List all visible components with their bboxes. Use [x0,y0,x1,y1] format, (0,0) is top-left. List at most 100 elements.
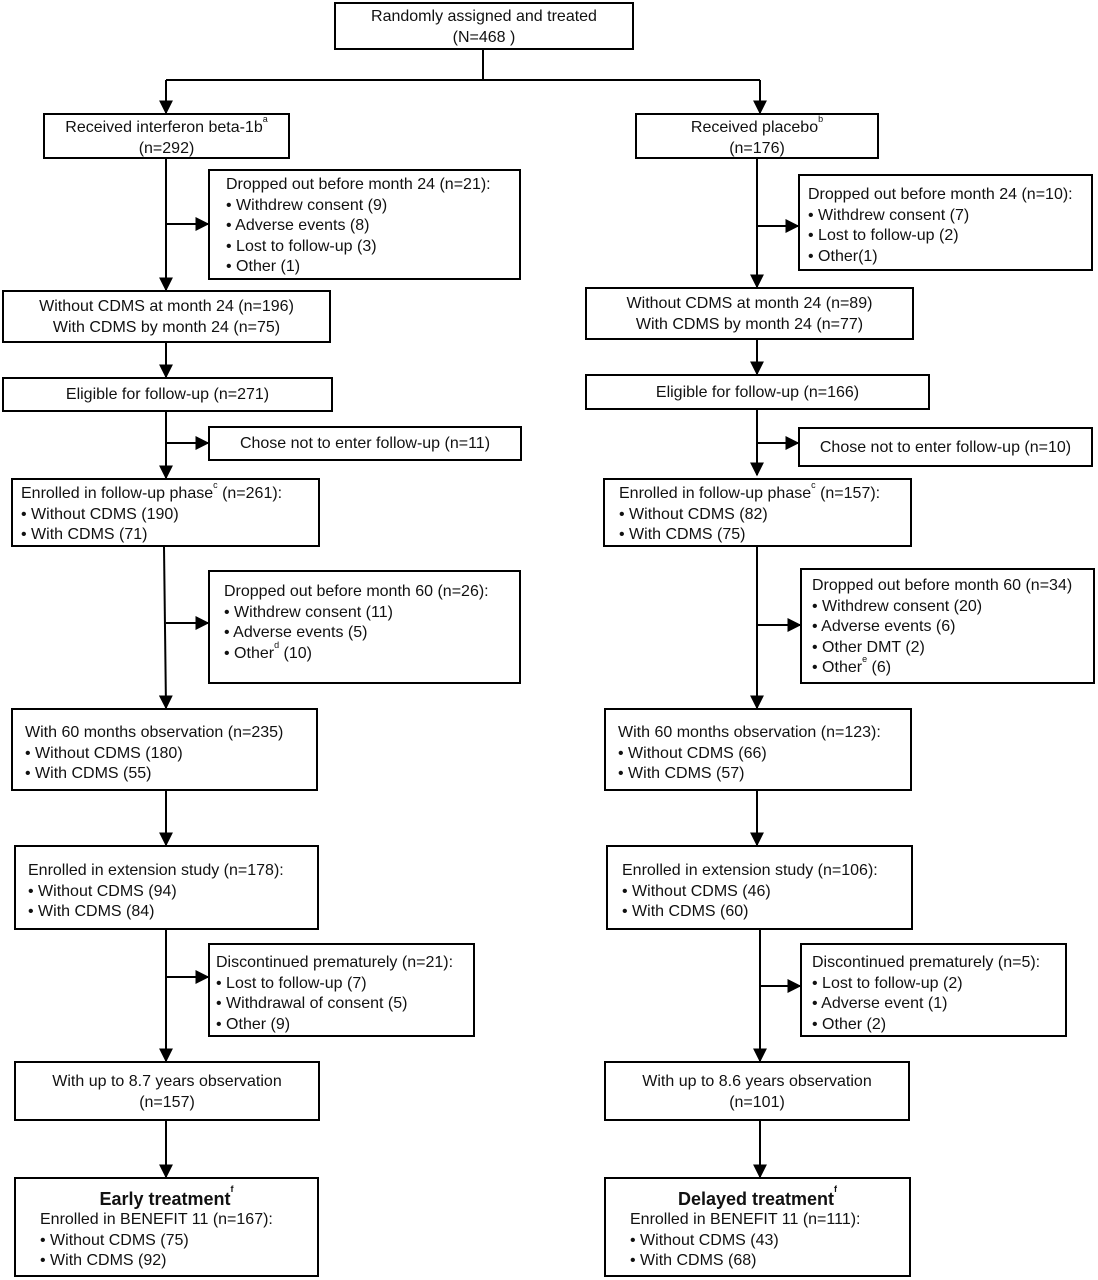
right-arm-box: Received placebob (n=176) [635,113,879,159]
left-chose-not-label: Chose not to enter follow-up (n=11) [239,435,491,452]
left-eligible-label: Eligible for follow-up (n=271) [65,386,270,403]
right-upto-line2: (n=101) [729,1093,785,1111]
right-upto-box: With up to 8.6 years observation (n=101) [604,1061,910,1121]
list-item: • Withdrew consent (20) [812,597,983,615]
right-chose-not-label: Chose not to enter follow-up (n=10) [819,439,1072,456]
right-arm-count: (n=176) [729,139,785,157]
list-item: • With CDMS (60) [622,903,749,920]
list-item: • Without CDMS (66) [618,744,767,762]
right-extension-title: Enrolled in extension study (n=106): [622,862,878,879]
left-dropout24-box: Dropped out before month 24 (n=21): • Wi… [208,169,521,280]
list-item: • Without CDMS (180) [25,744,183,762]
left-obs60-title: With 60 months observation (n=235) [25,724,284,741]
footnote-marker: d [274,639,280,650]
right-final-line1: Enrolled in BENEFIT 11 (n=111): [630,1211,861,1228]
right-extension-box: Enrolled in extension study (n=106): • W… [606,845,913,930]
right-month24-line1: Without CDMS at month 24 (n=89) [626,295,873,312]
right-obs60-box: With 60 months observation (n=123): • Wi… [604,708,912,791]
left-dropout60-box: Dropped out before month 60 (n=26): • Wi… [208,570,521,684]
list-item: • Other (1) [226,258,301,275]
early-treatment-heading: Early treatmentf [99,1184,234,1210]
list-item: • Withdrew consent (9) [226,196,388,214]
footnote-marker: c [811,480,816,490]
footnote-marker: c [213,480,218,490]
left-discontinued-box: Discontinued prematurely (n=21): • Lost … [208,943,475,1037]
right-upto-line1: With up to 8.6 years observation [642,1073,872,1090]
list-item: • Withdrew consent (11) [224,603,393,621]
list-item: • With CDMS (55) [25,765,152,782]
left-dropout24-title: Dropped out before month 24 (n=21): [226,176,491,193]
left-eligible-box: Eligible for follow-up (n=271) [2,377,333,412]
list-item: • Without CDMS (190) [21,505,179,523]
right-enrolled-title: Enrolled in follow-up phasec (n=157): [619,480,881,503]
footnote-marker: a [262,114,268,124]
left-chose-not-box: Chose not to enter follow-up (n=11) [208,426,522,461]
left-final-line1: Enrolled in BENEFIT 11 (n=167): [40,1211,273,1228]
right-obs60-title: With 60 months observation (n=123): [618,724,881,741]
left-arm-box: Received interferon beta-1ba (n=292) [43,113,290,159]
left-month24-line2: With CDMS by month 24 (n=75) [52,318,281,336]
list-item: • Without CDMS (46) [622,882,771,900]
list-item: • Adverse events (8) [226,217,370,234]
right-chose-not-box: Chose not to enter follow-up (n=10) [798,427,1093,467]
left-month24-box: Without CDMS at month 24 (n=196) With CD… [2,290,331,343]
arrow-line [158,546,173,710]
randomized-label: Randomly assigned and treated [371,8,597,25]
list-item: • Without CDMS (43) [630,1231,779,1249]
list-item: • With CDMS (92) [40,1252,167,1269]
list-item: • Lost to follow-up (3) [226,237,377,255]
list-item: • Otherd (10) [224,639,312,662]
footnote-marker: e [862,654,868,664]
list-item: • Withdrew consent (7) [808,206,970,224]
left-upto-line1: With up to 8.7 years observation [52,1073,282,1090]
right-dropout24-box: Dropped out before month 24 (n=10): • Wi… [798,174,1093,271]
right-eligible-label: Eligible for follow-up (n=166) [655,384,860,401]
left-upto-box: With up to 8.7 years observation (n=157) [14,1061,320,1121]
left-arm-count: (n=292) [138,139,195,157]
right-arm-label: Received placebob [690,114,824,137]
list-item: • Without CDMS (82) [619,505,768,523]
list-item: • Without CDMS (75) [40,1231,189,1249]
left-dropout60-title: Dropped out before month 60 (n=26): [224,583,489,600]
list-item: • Other(1) [808,247,878,265]
left-month24-line1: Without CDMS at month 24 (n=196) [39,298,294,315]
footnote-marker: b [818,114,824,124]
left-extension-title: Enrolled in extension study (n=178): [28,862,284,879]
randomized-count: (N=468 ) [452,28,516,46]
list-item: • With CDMS (71) [21,526,148,543]
list-item: • Othere (6) [812,654,892,677]
list-item: • Without CDMS (94) [28,882,177,900]
right-discontinued-box: Discontinued prematurely (n=5): • Lost t… [800,943,1067,1037]
right-dropout60-title: Dropped out before month 60 (n=34) [812,577,1073,594]
right-dropout60-box: Dropped out before month 60 (n=34) • Wit… [800,568,1095,684]
list-item: • Withdrawal of consent (5) [216,995,408,1012]
left-discontinued-title: Discontinued prematurely (n=21): [216,954,454,971]
right-final-box: Delayed treatmentf Enrolled in BENEFIT 1… [604,1177,911,1277]
right-enrolled-box: Enrolled in follow-up phasec (n=157): • … [603,478,912,547]
left-upto-line2: (n=157) [139,1093,195,1111]
left-arm-label: Received interferon beta-1ba [65,114,268,137]
left-enrolled-title: Enrolled in follow-up phasec (n=261): [21,480,283,503]
right-month24-line2: With CDMS by month 24 (n=77) [635,315,864,333]
list-item: • With CDMS (75) [619,526,746,543]
left-final-box: Early treatmentf Enrolled in BENEFIT 11 … [14,1177,319,1277]
list-item: • With CDMS (68) [630,1252,757,1269]
left-obs60-box: With 60 months observation (n=235) • Wit… [11,708,318,791]
delayed-treatment-heading: Delayed treatmentf [677,1184,838,1210]
randomized-box: Randomly assigned and treated (N=468 ) [334,2,634,50]
list-item: • With CDMS (84) [28,903,155,920]
list-item: • Lost to follow-up (2) [808,227,959,244]
list-item: • Lost to follow-up (2) [812,974,963,992]
list-item: • Adverse event (1) [812,995,948,1012]
list-item: • Other (9) [216,1015,291,1033]
footnote-marker: f [834,1184,838,1194]
list-item: • Adverse events (5) [224,624,368,641]
right-eligible-box: Eligible for follow-up (n=166) [585,374,930,410]
list-item: • Other DMT (2) [812,638,925,656]
footnote-marker: f [230,1184,234,1194]
right-month24-box: Without CDMS at month 24 (n=89) With CDM… [585,287,914,340]
right-dropout24-title: Dropped out before month 24 (n=10): [808,186,1073,203]
list-item: • With CDMS (57) [618,765,745,782]
left-enrolled-box: Enrolled in follow-up phasec (n=261): • … [11,478,320,547]
